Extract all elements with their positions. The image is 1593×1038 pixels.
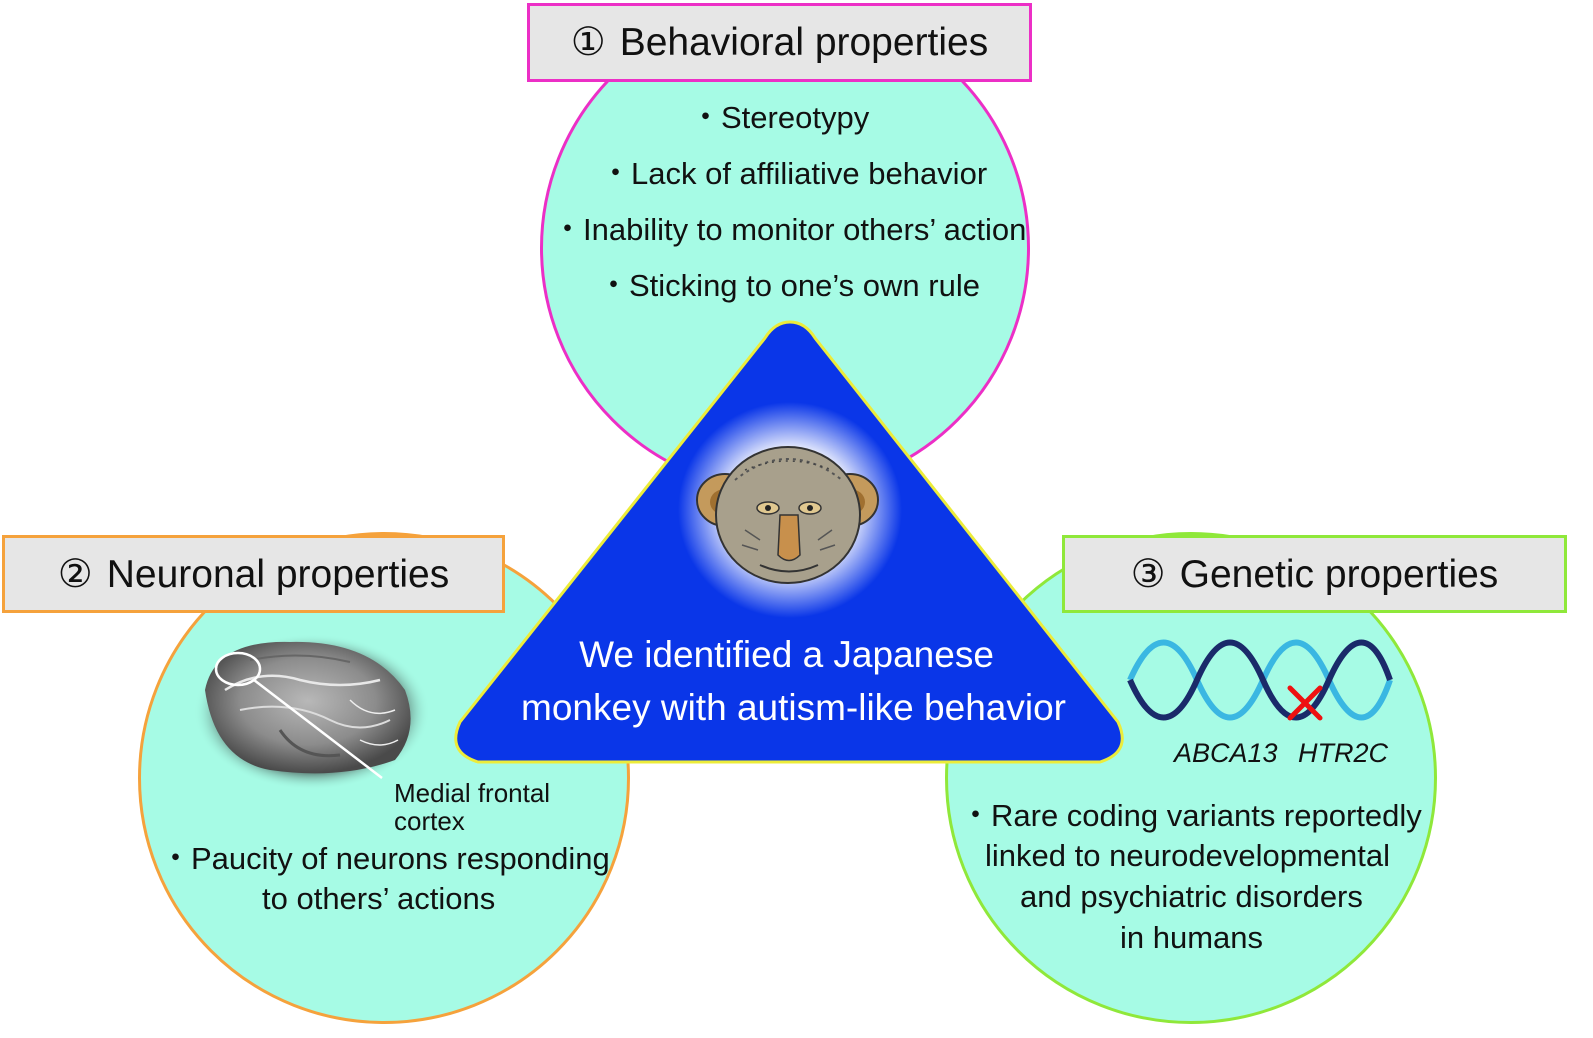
- mutation-x-icon: [1287, 685, 1323, 721]
- genetic-item-line3: and psychiatric disorders: [1020, 879, 1363, 914]
- region-label-line2: cortex: [394, 806, 465, 836]
- genetic-item-line4: in humans: [1120, 920, 1264, 955]
- genetic-label-box: ③ Genetic properties: [1062, 535, 1567, 613]
- genetic-label-number: ③: [1130, 552, 1166, 596]
- behavioral-item-stereotypy: ・Stereotypy: [690, 100, 870, 135]
- region-label-line1: Medial frontal: [394, 778, 551, 808]
- medial-frontal-marker: [214, 651, 262, 687]
- dna-helix-icon: [1127, 639, 1393, 721]
- behavioral-item-affiliative: ・Lack of affiliative behavior: [600, 156, 988, 191]
- neuronal-label-box: ② Neuronal properties: [2, 535, 505, 613]
- genetic-item-line1: ・Rare coding variants reportedly: [960, 798, 1422, 833]
- brain-mri-icon: [194, 634, 430, 790]
- neuronal-label-number: ②: [57, 552, 93, 596]
- genetic-item-line2: linked to neurodevelopmental: [985, 838, 1390, 873]
- gene-label-abca13: ABCA13: [1174, 738, 1278, 768]
- behavioral-item-rule: ・Sticking to one’s own rule: [598, 268, 980, 303]
- gene-label-htr2c: HTR2C: [1298, 738, 1389, 768]
- behavioral-label-box: ① Behavioral properties: [527, 3, 1032, 82]
- behavioral-label-number: ①: [570, 21, 606, 64]
- center-text-line1: We identified a Japanese: [579, 634, 994, 675]
- behavioral-label: Behavioral properties: [619, 21, 989, 64]
- center-text-line2: monkey with autism-like behavior: [521, 687, 1066, 728]
- genetic-label: Genetic properties: [1179, 552, 1499, 596]
- neuronal-item-line2: to others’ actions: [262, 881, 496, 916]
- monkey-face-icon: [696, 446, 879, 584]
- neuronal-label: Neuronal properties: [106, 552, 450, 596]
- behavioral-item-monitor: ・Inability to monitor others’ action: [552, 212, 1027, 247]
- neuronal-item-line1: ・Paucity of neurons responding: [160, 841, 610, 876]
